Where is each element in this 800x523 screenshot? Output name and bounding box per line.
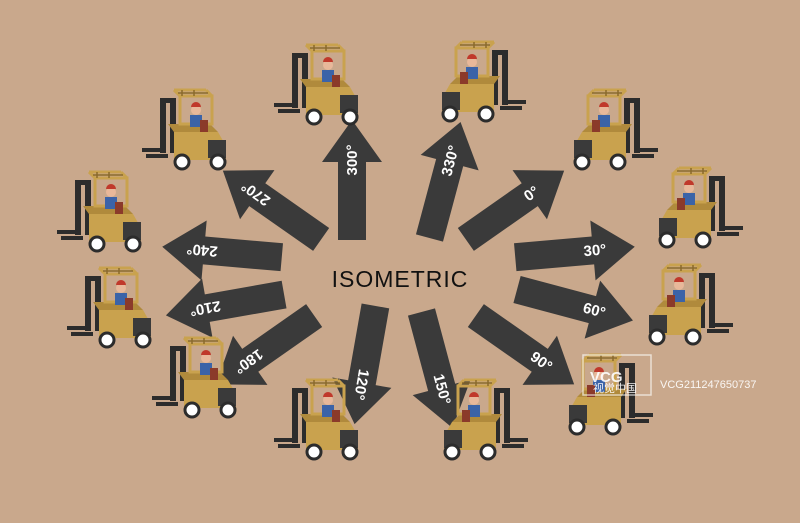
direction-arrow: 330°: [415, 122, 479, 242]
page-title: ISOMETRIC: [332, 266, 469, 292]
forklift-icon: [140, 88, 228, 171]
arrow-angle-label: 60°: [581, 300, 607, 322]
watermark-sublogo: 视觉中国: [593, 381, 637, 395]
forklift-icon: [150, 336, 238, 419]
watermark-logo: VCG: [590, 369, 623, 386]
watermark-logo-box: [582, 354, 652, 396]
direction-arrow: 210°: [165, 278, 287, 338]
forklift-icon: [272, 378, 360, 461]
forklift-icon: [657, 166, 745, 249]
forklift-icon: [572, 88, 660, 171]
forklift-icon: [272, 43, 360, 126]
direction-arrow: 180°: [215, 304, 323, 385]
direction-arrow: 60°: [513, 275, 633, 339]
arrow-angle-label: 210°: [188, 297, 222, 319]
forklift-icon: [647, 263, 735, 346]
direction-arrow: 90°: [467, 304, 575, 385]
direction-arrows: 0°30°60°90°120°150°180°210°240°270°300°3…: [162, 120, 635, 428]
direction-arrow: 150°: [407, 308, 471, 428]
watermark-id: VCG211247650737: [660, 379, 756, 391]
forklifts: [55, 40, 745, 461]
forklift-icon: [440, 40, 528, 123]
direction-arrow: 300°: [322, 120, 382, 240]
arrow-angle-label: 30°: [583, 241, 607, 260]
direction-arrow: 120°: [332, 303, 392, 425]
forklift-icon: [442, 378, 530, 461]
forklift-icon: [65, 266, 153, 349]
forklift-icon: [55, 170, 143, 253]
watermark: VCG 视觉中国 VCG211247650737: [582, 354, 756, 396]
direction-arrow: 0°: [457, 170, 565, 251]
direction-arrow: 30°: [514, 220, 635, 281]
direction-arrow: 240°: [162, 220, 283, 281]
arrow-angle-label: 240°: [186, 240, 218, 260]
arrow-angle-label: 120°: [350, 368, 372, 402]
arrow-angle-label: 300°: [344, 144, 361, 175]
